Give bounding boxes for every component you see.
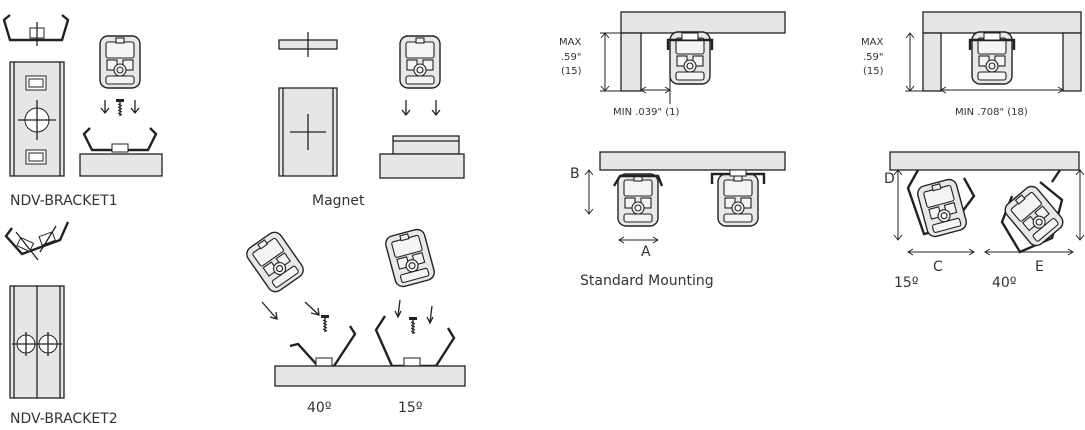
- clearance2-group: MAX .59" (15) MIN .708" (18): [861, 11, 1082, 118]
- standard-ceiling: [599, 151, 786, 171]
- angled-camera-15: [383, 227, 437, 289]
- dim-c-label: C: [933, 259, 943, 275]
- magnet-block: [392, 135, 460, 155]
- clearance1-ceiling: [620, 11, 786, 34]
- angled-screw-right: [408, 316, 418, 335]
- bracket1-label: NDV-BRACKET1: [10, 193, 118, 209]
- clearance2-min-label: MIN .708" (18): [955, 107, 1028, 118]
- magnet-label: Magnet: [312, 193, 365, 209]
- clearance1-min-label: MIN .039" (1): [613, 107, 680, 118]
- dim-e-label: E: [1035, 259, 1044, 275]
- clearance2-wall-right: [1062, 32, 1082, 92]
- bracket1-screw-icon: [115, 98, 125, 117]
- bracket2-label: NDV-BRACKET2: [10, 411, 118, 427]
- dim-a-label: A: [641, 244, 651, 260]
- clearance2-max-value: .59": [863, 52, 884, 63]
- clearance1-max-mm: (15): [561, 66, 582, 77]
- bracket1-mount-surface: [79, 153, 163, 177]
- angled-ceiling: [889, 151, 1080, 171]
- clearance2-ceiling: [922, 11, 1082, 34]
- angled-camera-40: [243, 228, 307, 296]
- dim-d-label: D: [884, 171, 895, 187]
- bracket2-group: NDV-BRACKET2: [4, 221, 118, 427]
- dim-b-label: B: [570, 166, 580, 182]
- bracket1-camera: [99, 35, 141, 89]
- angle-40-label: 40º: [307, 400, 331, 416]
- magnet-group: Magnet: [278, 32, 465, 209]
- standard-mounting-label: Standard Mounting: [580, 273, 714, 289]
- angled-mount-surface: [274, 365, 466, 387]
- clearance2-max-label: MAX: [861, 37, 883, 48]
- angle-15-label: 15º: [398, 400, 422, 416]
- clearance2-max-mm: (15): [863, 66, 884, 77]
- angle-40-label-b: 40º: [992, 275, 1016, 291]
- angled-mount-group: 40º 15º: [243, 227, 466, 416]
- clearance1-group: MAX .59" (15) MIN .039" (1): [559, 11, 786, 118]
- bracket1-group: NDV-BRACKET1: [2, 14, 163, 209]
- clearance1-max-label: MAX: [559, 37, 581, 48]
- clearance1-wall: [620, 32, 642, 92]
- clearance1-max-value: .59": [561, 52, 582, 63]
- standard-camera-right: [717, 173, 759, 227]
- standard-camera-left: [617, 173, 659, 227]
- clearance2-wall-left: [922, 32, 942, 92]
- angled-screw-left: [320, 314, 330, 333]
- angled-dim-group: D C E 15º 40º: [884, 151, 1085, 291]
- magnet-surface: [379, 153, 465, 179]
- standard-mount-group: B A Standard Mounting: [570, 151, 786, 289]
- bracket1-top-profile: [2, 14, 70, 42]
- bracket2-top-profile: [4, 221, 70, 256]
- angled-camera-c: [915, 177, 969, 239]
- angle-15-label-b: 15º: [894, 275, 918, 291]
- magnet-camera: [399, 35, 441, 89]
